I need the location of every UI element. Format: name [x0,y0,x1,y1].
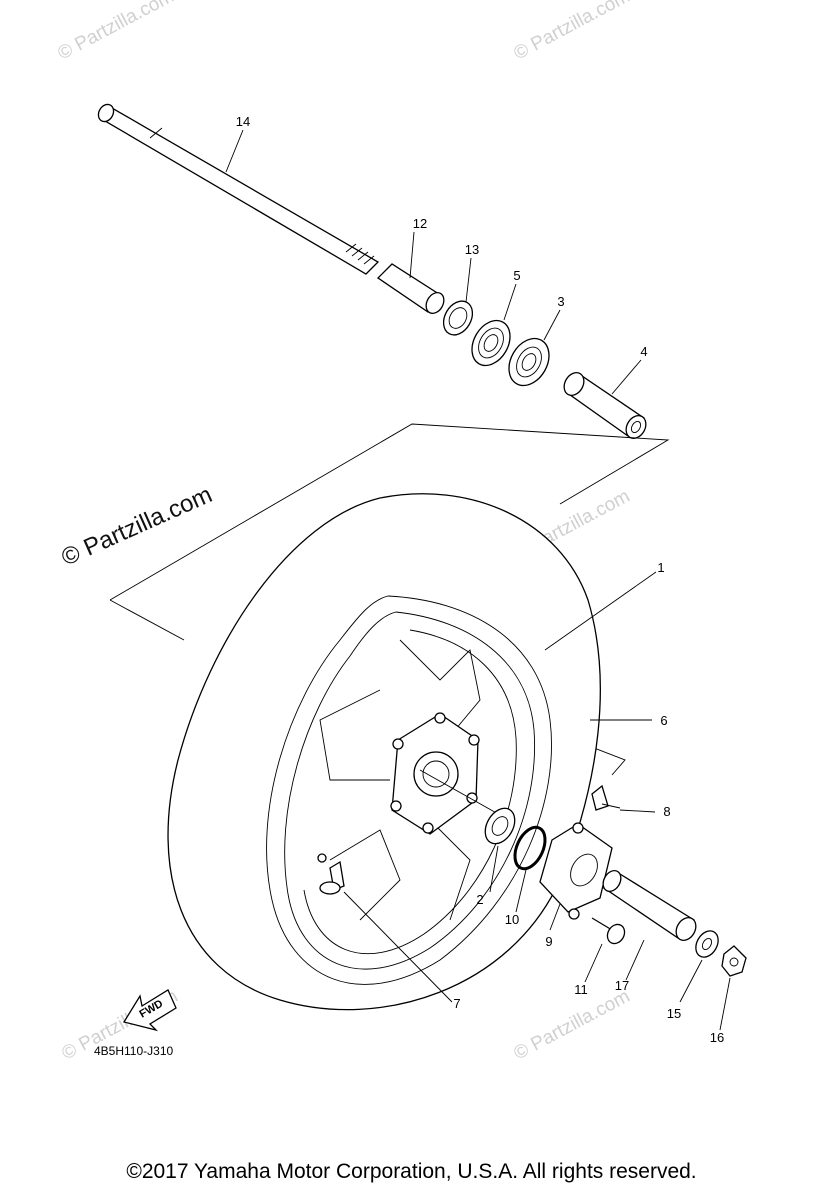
diagram-code: 4B5H110-J310 [94,1044,173,1058]
washer-part-15 [695,930,719,958]
callout-5: 5 [513,268,520,283]
spacer-part-12 [376,263,445,314]
callout-8: 8 [663,804,670,819]
callout-12: 12 [413,216,427,231]
callout-7: 7 [453,996,460,1011]
callout-15: 15 [667,1006,681,1021]
callout-2: 2 [476,892,483,907]
callout-3: 3 [557,294,564,309]
watermark-top-left: © Partzilla.com [54,0,177,64]
callout-numbers: 14 12 13 5 3 4 1 6 8 2 10 9 11 17 15 16 … [236,114,724,1045]
callout-6: 6 [660,713,667,728]
callout-13: 13 [465,242,479,257]
callout-17: 17 [615,978,629,993]
callout-10: 10 [505,912,519,927]
watermark-top-right: © Partzilla.com [510,0,633,64]
wheel-assembly [167,493,601,1011]
callout-1: 1 [657,560,664,575]
clutch-hub-part-9 [539,822,613,920]
watermark-bottom-right: © Partzilla.com [510,986,633,1065]
oil-seal-part-13 [442,300,474,336]
copyright-notice: ©2017 Yamaha Motor Corporation, U.S.A. A… [126,1160,697,1183]
clip-part-8 [591,784,621,811]
spacer-part-4 [563,372,647,439]
callout-11: 11 [574,982,588,997]
nut-part-16 [721,945,747,977]
bearing-part-5 [471,319,511,367]
callout-4: 4 [640,344,647,359]
bearing-part-2 [484,807,516,845]
valve-part-7 [319,860,345,895]
axle-part-14 [97,103,380,275]
callout-9: 9 [545,934,552,949]
leader-lines [225,129,731,1031]
callout-14: 14 [236,114,250,129]
bearing-part-3 [508,337,550,387]
forward-arrow-icon: FWD [122,989,177,1032]
callout-16: 16 [710,1030,724,1045]
collar-part-17 [602,870,697,941]
watermark-main: © Partzilla.com [57,481,216,571]
o-ring-part-10 [513,825,547,871]
bolt-part-11 [591,917,626,945]
